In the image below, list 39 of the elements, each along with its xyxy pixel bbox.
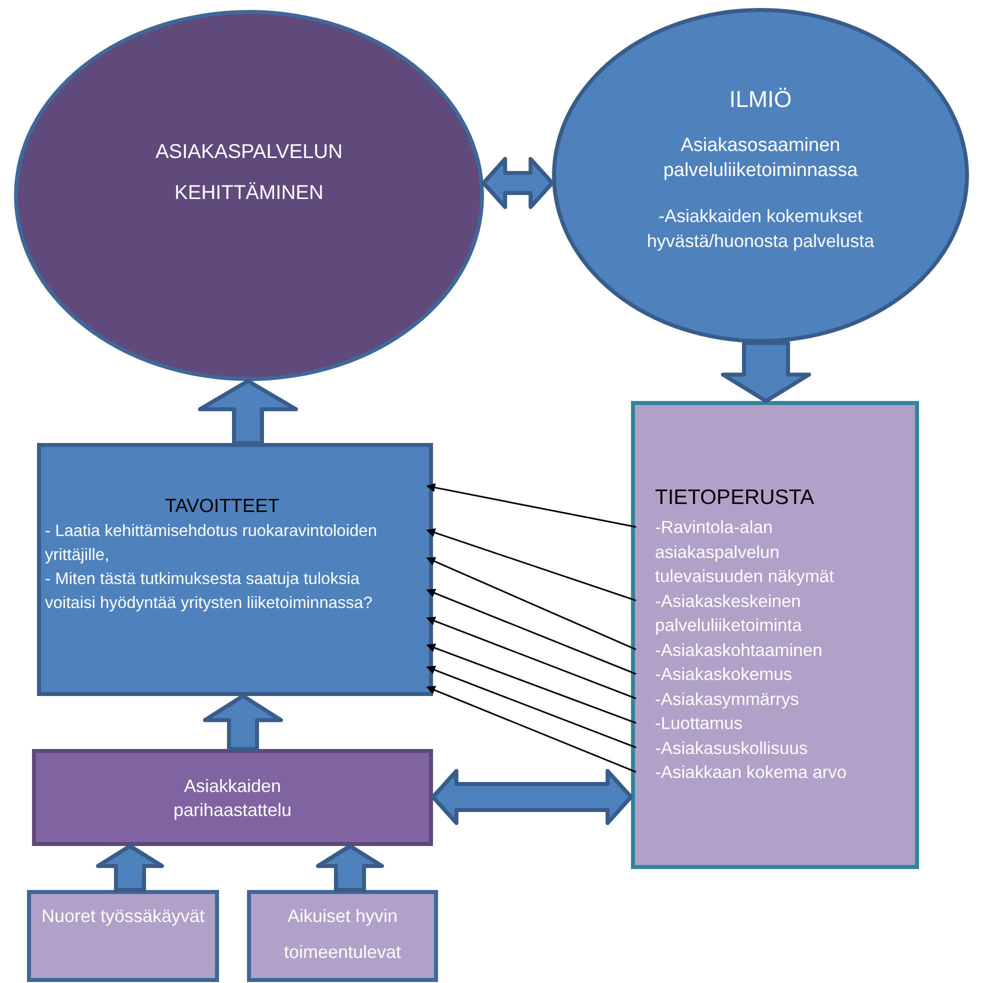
node-text: -Asiakaskeskeinen palveluliiketoiminta [655,590,803,637]
block-arrow [96,844,164,892]
arrow [426,588,636,675]
node-text: -Asiakasuskollisuus [655,736,809,760]
node-text: - Miten tästä tutkimuksesta saatuja tuloksia voitaisi hyödyntää yritysten liiketoiminnassa? [45,569,374,614]
arrow [426,483,636,528]
node-title: TIETOPERUSTA [655,485,816,511]
node-text: Nuoret työssäkäyvät [40,905,206,928]
arrow [426,644,636,724]
node-text: Asiakkaiden parihaastattelu [172,774,293,822]
double-block-arrow [431,769,633,825]
block-arrow [203,694,283,751]
double-block-arrow [482,157,554,209]
block-arrow [316,844,384,892]
node-title: ILMIÖ [729,85,792,113]
process-box [631,401,919,869]
node-title: TAVOITTEET [165,495,280,519]
node-text: Aikuiset hyvin toimeentulevat [282,905,402,964]
arrow [426,528,636,602]
node-text: -Asiakasymmärrys [655,688,800,711]
node-text: -Ravintola-alan asiakaspalvelun tulevaisuuden näkymät [655,516,835,588]
process-box [27,890,219,982]
node-text: -Asiakaskohtaaminen [655,638,824,662]
node-text: -Luottamus [655,712,744,735]
node-text: Asiakasosaaminen palveluliiketoiminnassa [662,134,859,183]
process-box [37,443,433,696]
process-box [32,749,433,846]
node-text: -Asiakaskokemus [655,663,794,686]
arrow [426,557,636,650]
node-text: -Asiakkaan kokema arvo [655,761,848,784]
block-arrow [721,340,811,403]
process-box [247,890,438,982]
arrow [426,686,636,773]
arrow [426,616,636,700]
node-text: ASIAKASPALVELUN KEHITTÄMINEN [154,140,344,206]
node-text: - Laatia kehittämisehdotus ruokaravintoloiden yrittäjille, [45,521,378,566]
node-text: -Asiakkaiden kokemukset hyvästä/huonosta palvelusta [646,205,876,253]
block-arrow [198,379,298,445]
arrow [426,666,636,748]
